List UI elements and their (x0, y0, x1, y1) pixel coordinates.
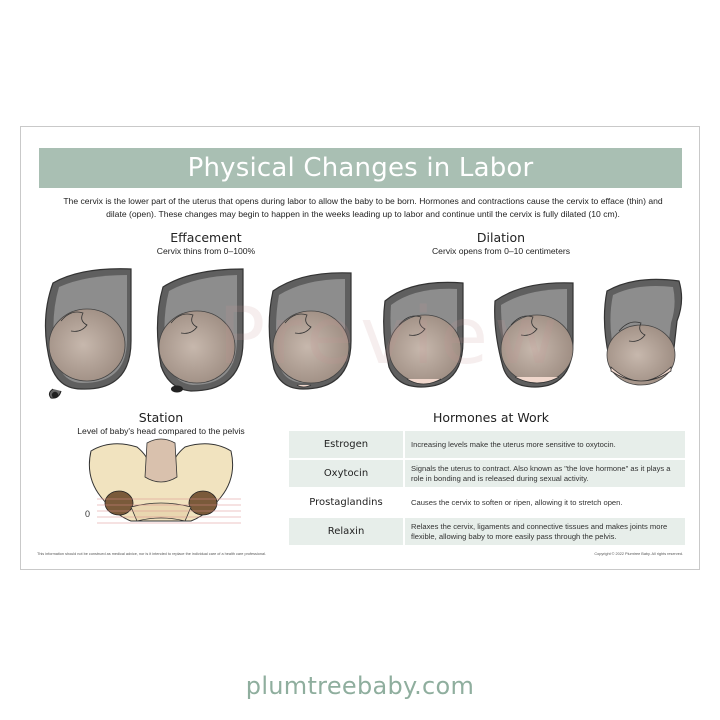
effacement-header: Effacement Cervix thins from 0–100% (111, 230, 301, 256)
hormone-row: Oxytocin Signals the uterus to contract.… (289, 458, 685, 487)
hormone-row: Relaxin Relaxes the cervix, ligaments an… (289, 516, 685, 545)
uterus-stage-6 (603, 278, 683, 386)
uterus-stage-4 (383, 281, 464, 388)
hormone-name: Oxytocin (289, 460, 403, 487)
disclaimer-text: This information should not be construed… (37, 552, 266, 556)
hormone-description: Relaxes the cervix, ligaments and connec… (403, 518, 685, 545)
site-url: plumtreebaby.com (245, 672, 475, 700)
uterus-stage-2 (156, 268, 244, 393)
hormones-table: Estrogen Increasing levels make the uter… (289, 431, 685, 545)
hormones-header: Hormones at Work (361, 410, 621, 425)
hormones-heading: Hormones at Work (432, 410, 550, 425)
poster-title: Physical Changes in Labor (187, 153, 534, 183)
pelvis-illustration: 0 (85, 438, 241, 524)
hormone-description: Increasing levels make the uterus more s… (403, 431, 685, 458)
station-header: Station Level of baby's head compared to… (61, 410, 261, 436)
dilation-subheading: Cervix opens from 0–10 centimeters (431, 246, 571, 256)
uterus-stage-5 (494, 282, 574, 388)
uterus-stage-1 (44, 268, 132, 399)
station-zero-label: 0 (85, 509, 90, 519)
poster: Physical Changes in Labor The cervix is … (20, 126, 700, 570)
hormone-name: Relaxin (289, 518, 403, 545)
cervix-illustrations (44, 268, 683, 399)
hormone-description: Signals the uterus to contract. Also kno… (403, 460, 685, 487)
hormone-row: Estrogen Increasing levels make the uter… (289, 431, 685, 458)
uterus-stage-3 (268, 272, 352, 390)
station-heading: Station (138, 410, 184, 425)
dilation-heading: Dilation (476, 230, 526, 245)
copyright-text: Copyright © 2022 Plumtree Baby. All righ… (594, 552, 683, 556)
title-banner: Physical Changes in Labor (39, 148, 682, 188)
dilation-header: Dilation Cervix opens from 0–10 centimet… (381, 230, 621, 256)
station-subheading: Level of baby's head compared to the pel… (77, 426, 245, 436)
effacement-subheading: Cervix thins from 0–100% (156, 246, 256, 256)
effacement-heading: Effacement (170, 230, 242, 245)
hormone-name: Prostaglandins (289, 489, 403, 516)
hormone-row: Prostaglandins Causes the cervix to soft… (289, 487, 685, 516)
intro-text: The cervix is the lower part of the uter… (63, 196, 663, 219)
hormone-description: Causes the cervix to soften or ripen, al… (403, 489, 685, 516)
hormone-name: Estrogen (289, 431, 403, 458)
